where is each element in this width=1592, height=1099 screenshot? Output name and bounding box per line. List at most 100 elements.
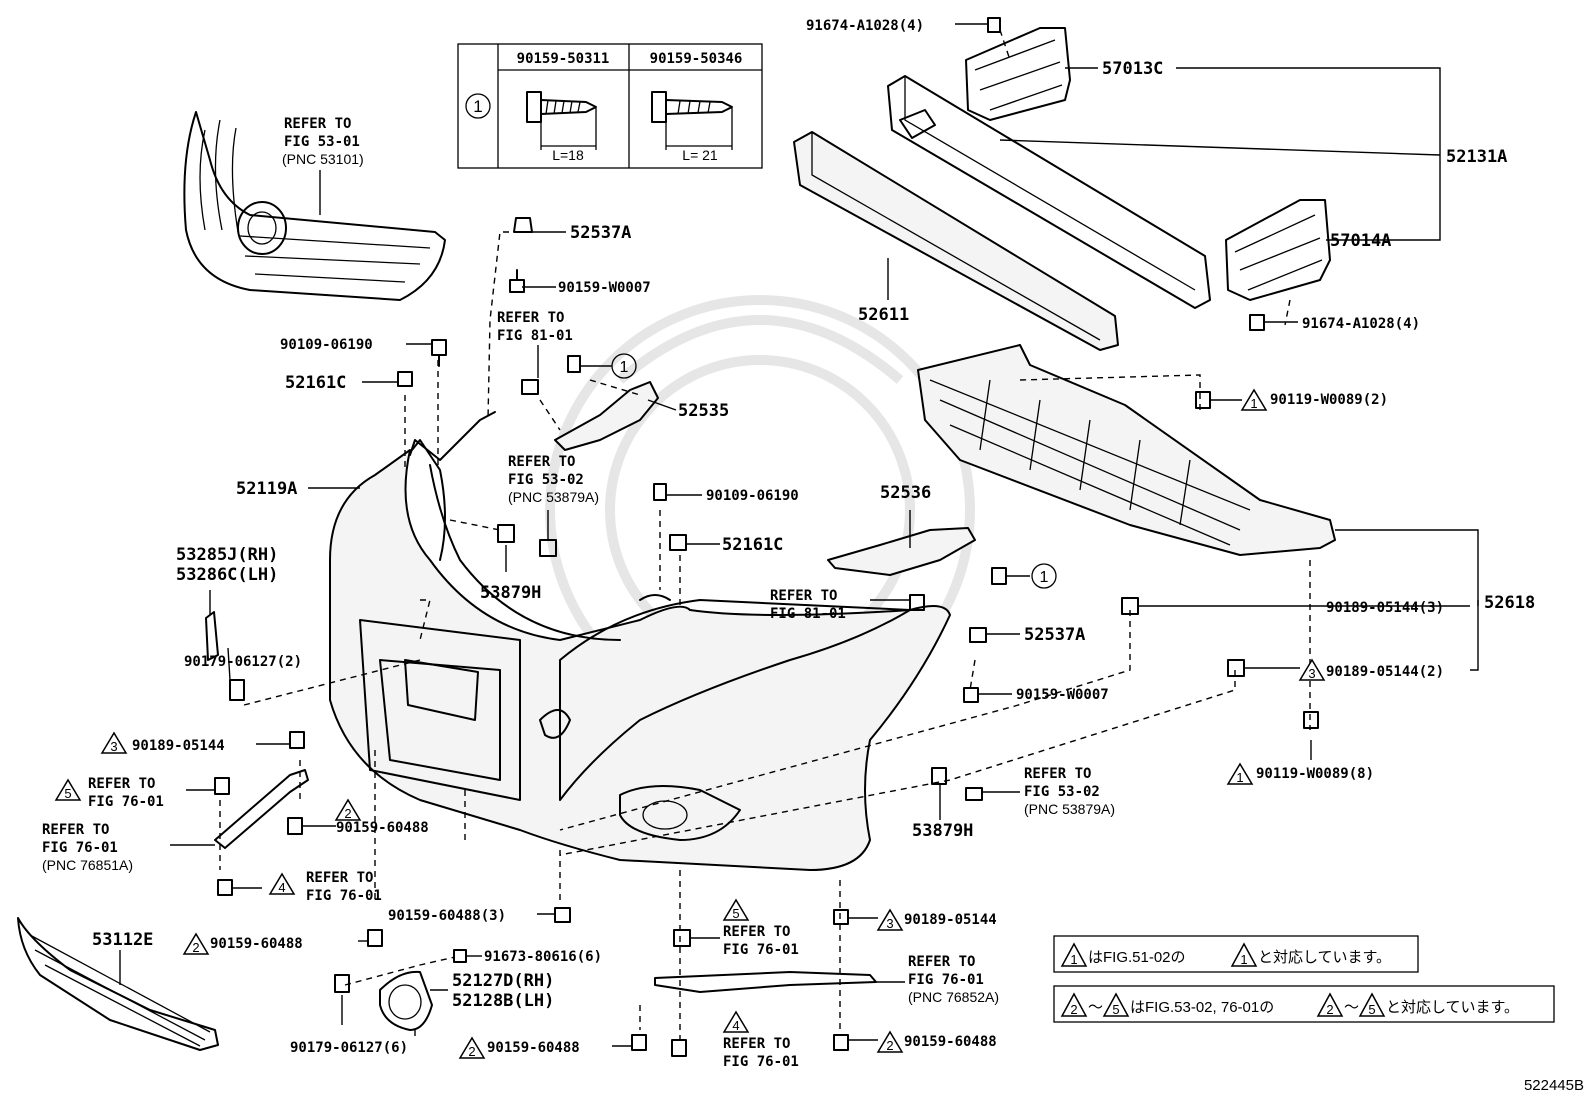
triangle-2-icon: 2 <box>458 1036 486 1059</box>
svg-text:57014A: 57014A <box>1330 231 1391 251</box>
svg-text:53879H: 53879H <box>912 821 973 841</box>
svg-text:5: 5 <box>1368 1002 1375 1017</box>
svg-text:90159-60488: 90159-60488 <box>487 1040 580 1056</box>
triangle-4-icon: 4 <box>268 872 296 895</box>
svg-text:3: 3 <box>886 916 893 931</box>
svg-text:2: 2 <box>1070 1002 1077 1017</box>
svg-text:90119-W0089(8): 90119-W0089(8) <box>1256 766 1374 782</box>
svg-text:52131A: 52131A <box>1446 147 1507 167</box>
svg-text:90179-06127(2): 90179-06127(2) <box>184 654 302 670</box>
svg-text:90159-60488: 90159-60488 <box>336 820 429 836</box>
svg-text:REFER TO: REFER TO <box>306 870 373 886</box>
bumper-reinforcement-illustration <box>887 75 1211 309</box>
svg-text:90159-60488: 90159-60488 <box>904 1034 997 1050</box>
svg-text:52536: 52536 <box>880 483 931 503</box>
svg-text:REFER TO: REFER TO <box>723 924 790 940</box>
svg-text:52119A: 52119A <box>236 479 297 499</box>
svg-text:FIG 81-01: FIG 81-01 <box>497 328 573 344</box>
svg-text:FIG 76-01: FIG 76-01 <box>306 888 382 904</box>
svg-text:90189-05144: 90189-05144 <box>904 912 997 928</box>
svg-text:90189-05144(2): 90189-05144(2) <box>1326 664 1444 680</box>
svg-text:2: 2 <box>1326 1002 1333 1017</box>
bracket-57013C-illustration <box>965 27 1071 121</box>
svg-text:はFIG.53-02, 76-01の: はFIG.53-02, 76-01の <box>1130 999 1274 1016</box>
triangle-5-icon: 5 <box>54 778 82 801</box>
svg-text:5: 5 <box>732 906 739 921</box>
svg-text:90159-W0007: 90159-W0007 <box>558 280 651 296</box>
triangle-2-icon: 2 <box>334 798 362 821</box>
svg-text:FIG 53-02: FIG 53-02 <box>508 472 584 488</box>
svg-text:(PNC 53101): (PNC 53101) <box>282 151 364 167</box>
svg-text:52161C: 52161C <box>285 373 346 393</box>
svg-text:REFER TO: REFER TO <box>42 822 109 838</box>
note-box-1: 1 はFIG.51-02の 1 と対応しています。 <box>1053 935 1419 973</box>
bumper-cover-illustration <box>329 411 951 871</box>
svg-text:REFER TO: REFER TO <box>88 776 155 792</box>
svg-text:5: 5 <box>1112 1002 1119 1017</box>
svg-text:1: 1 <box>473 97 482 116</box>
svg-text:52128B(LH): 52128B(LH) <box>452 991 554 1011</box>
svg-text:2: 2 <box>192 940 199 955</box>
svg-text:91674-A1028(4): 91674-A1028(4) <box>806 18 924 34</box>
side-reflector <box>205 611 219 661</box>
side-bracket-76851A <box>214 769 309 849</box>
svg-text:〜: 〜 <box>1344 999 1359 1016</box>
svg-text:53112E: 53112E <box>92 930 153 950</box>
svg-text:90189-05144(3): 90189-05144(3) <box>1326 600 1444 616</box>
svg-text:〜: 〜 <box>1088 999 1103 1016</box>
triangle-2-icon: 2 <box>182 932 210 955</box>
fastener-icons <box>214 17 1319 1057</box>
svg-text:91674-A1028(4): 91674-A1028(4) <box>1302 316 1420 332</box>
note-box-2: 2 〜 5 はFIG.53-02, 76-01の 2 〜 5 と対応しています。 <box>1053 985 1555 1023</box>
svg-text:FIG 76-01: FIG 76-01 <box>42 840 118 856</box>
lower-molding-illustration <box>654 971 877 993</box>
svg-text:1: 1 <box>1040 569 1049 586</box>
diagram-id: 522445B <box>1524 1077 1584 1094</box>
svg-text:52535: 52535 <box>678 401 729 421</box>
svg-text:FIG 76-01: FIG 76-01 <box>88 794 164 810</box>
svg-text:53879H: 53879H <box>480 583 541 603</box>
bracket-52535-illustration <box>554 381 659 451</box>
svg-text:2: 2 <box>886 1038 893 1053</box>
svg-text:(PNC 76851A): (PNC 76851A) <box>42 857 133 873</box>
svg-text:52611: 52611 <box>858 305 909 325</box>
triangle-1-icon: 1 <box>1226 762 1254 785</box>
svg-text:52537A: 52537A <box>570 223 631 243</box>
svg-text:REFER TO: REFER TO <box>284 116 351 132</box>
svg-text:REFER TO: REFER TO <box>770 588 837 604</box>
triangle-3-icon: 3 <box>876 908 904 931</box>
bracket-52536-illustration <box>827 527 976 576</box>
svg-text:4: 4 <box>278 880 285 895</box>
svg-text:FIG 76-01: FIG 76-01 <box>723 1054 799 1070</box>
svg-text:FIG 76-01: FIG 76-01 <box>908 972 984 988</box>
fastener-inset-table: 1 90159-50311 90159-50346 L=18 L= 21 <box>457 43 763 169</box>
triangle-5-icon: 5 <box>722 898 750 921</box>
svg-text:90189-05144: 90189-05144 <box>132 738 225 754</box>
svg-text:REFER TO: REFER TO <box>723 1036 790 1052</box>
svg-text:REFER TO: REFER TO <box>497 310 564 326</box>
svg-text:はFIG.51-02の: はFIG.51-02の <box>1088 949 1186 966</box>
triangle-1-icon: 1 <box>1240 388 1268 411</box>
lower-grille-illustration <box>17 917 219 1051</box>
svg-text:57013C: 57013C <box>1102 59 1163 79</box>
under-cover-illustration <box>917 344 1336 556</box>
screw-icon <box>526 91 597 150</box>
svg-text:FIG 81-01: FIG 81-01 <box>770 606 846 622</box>
svg-text:(PNC 53879A): (PNC 53879A) <box>1024 801 1115 817</box>
svg-text:90159-50346: 90159-50346 <box>650 51 743 67</box>
leader-lines <box>119 23 1479 1047</box>
svg-text:FIG 53-02: FIG 53-02 <box>1024 784 1100 800</box>
svg-text:4: 4 <box>732 1018 739 1033</box>
fog-lamp-cover-illustration <box>379 970 433 1031</box>
circle-1-markers: 1 1 <box>611 353 1057 589</box>
svg-text:1: 1 <box>620 359 629 376</box>
svg-text:52618: 52618 <box>1484 593 1535 613</box>
svg-text:2: 2 <box>468 1044 475 1059</box>
svg-text:L= 21: L= 21 <box>682 147 718 163</box>
circle-1-marker <box>465 93 491 119</box>
svg-text:REFER TO: REFER TO <box>1024 766 1091 782</box>
svg-text:90159-60488: 90159-60488 <box>210 936 303 952</box>
svg-text:53285J(RH): 53285J(RH) <box>176 545 278 565</box>
svg-text:90159-60488(3): 90159-60488(3) <box>388 908 506 924</box>
